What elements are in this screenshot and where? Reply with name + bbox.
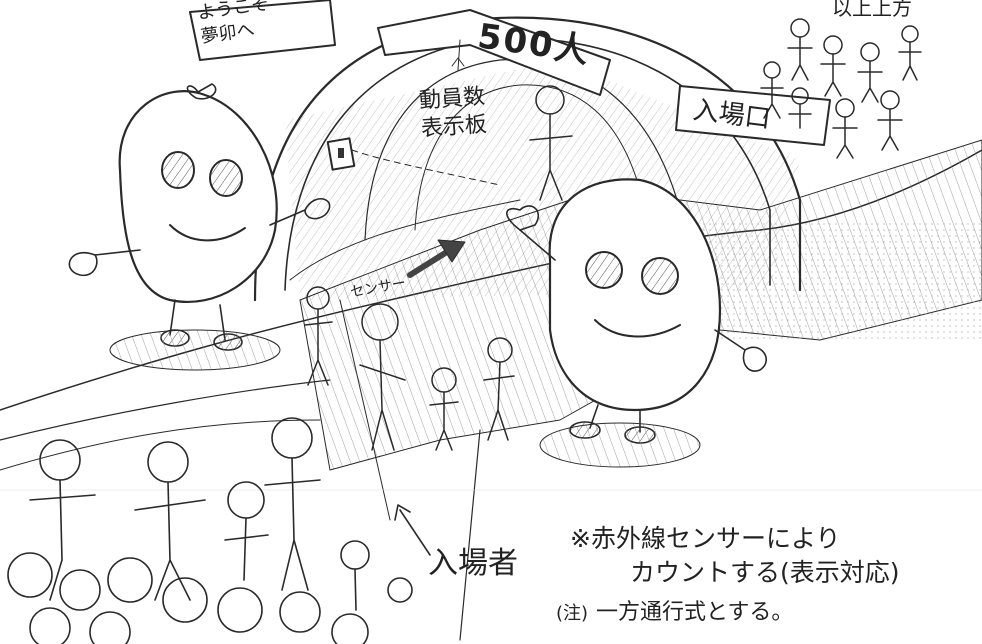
counter-board — [377, 9, 611, 96]
sensor-box — [326, 137, 501, 186]
visitors-label: 入場者 — [428, 546, 518, 581]
mascot-right — [506, 178, 767, 468]
note-line-3: 一方通行式とする。 — [596, 600, 794, 625]
sensor-note: ※赤外線センサーにより カウントする(表示対応) — [570, 522, 900, 590]
topright-label: 以上上方 — [832, 0, 912, 20]
note-line-1: ※赤外線センサーにより — [570, 524, 841, 553]
entrance-sign — [675, 85, 831, 146]
crowd-bottom-left — [7, 417, 413, 644]
visitors-arrow — [394, 504, 431, 556]
note-line-2: カウントする(表示対応) — [630, 558, 900, 587]
note-prefix: (注) — [556, 603, 589, 624]
one-way-note: (注) 一方通行式とする。 — [556, 594, 793, 626]
mascot-left — [68, 83, 331, 371]
counter-board-label: 動員数 表示板 — [418, 80, 532, 144]
sensor-arrow — [407, 239, 466, 278]
walkers-on-path — [304, 85, 573, 451]
crowd-top-right — [760, 18, 922, 159]
welcome-sign — [189, 0, 336, 61]
